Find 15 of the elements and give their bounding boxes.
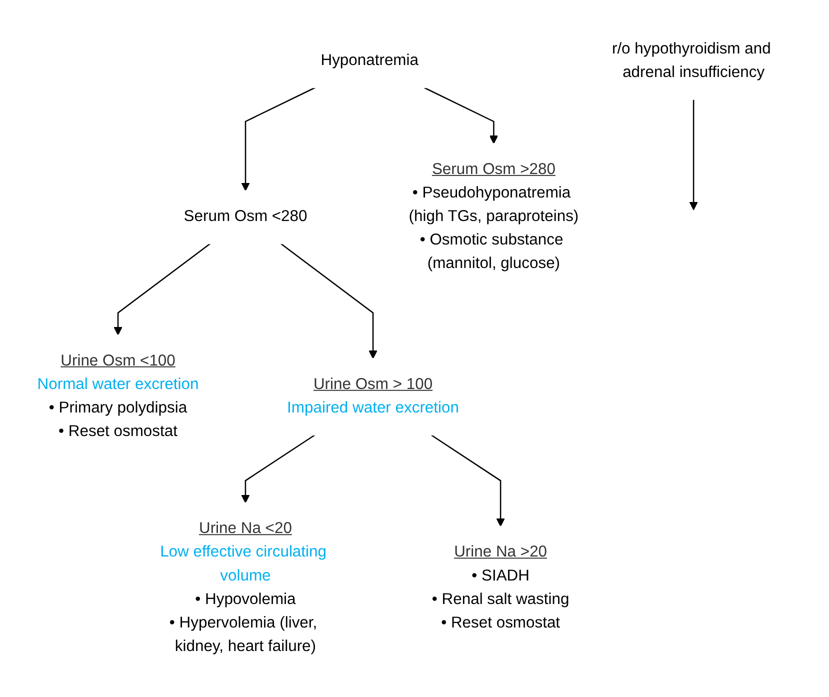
node-text: Urine Osm > 100 Impaired water excretion (287, 376, 459, 417)
arrow (430, 434, 505, 527)
arrow (241, 87, 316, 192)
node-text: Urine Osm <100 Normal water excretion • Primary polydipsia • Reset osmostat (37, 352, 199, 440)
node-text: Hyponatremia (320, 52, 418, 70)
arrow (689, 100, 698, 211)
node-text: r/o hypothyroidism and adrenal insufficiency (612, 40, 771, 82)
node-text: Urine Na <20 Low effective circulating volume • Hypovolemia • Hypervolemia (liver, kidney, heart failure) (160, 520, 326, 656)
arrow (280, 243, 378, 360)
arrow (114, 243, 211, 336)
node-text: Urine Na >20 • SIADH • Renal salt wasting • Reset osmostat (432, 544, 570, 632)
arrow (424, 87, 498, 144)
node-text: Serum Osm <280 (184, 208, 308, 226)
arrow (241, 434, 316, 504)
node-text: Serum Osm >280 • Pseudohyponatremia (high TGs, paraproteins) • Osmotic substance (mannitol, glucose) (408, 162, 579, 272)
